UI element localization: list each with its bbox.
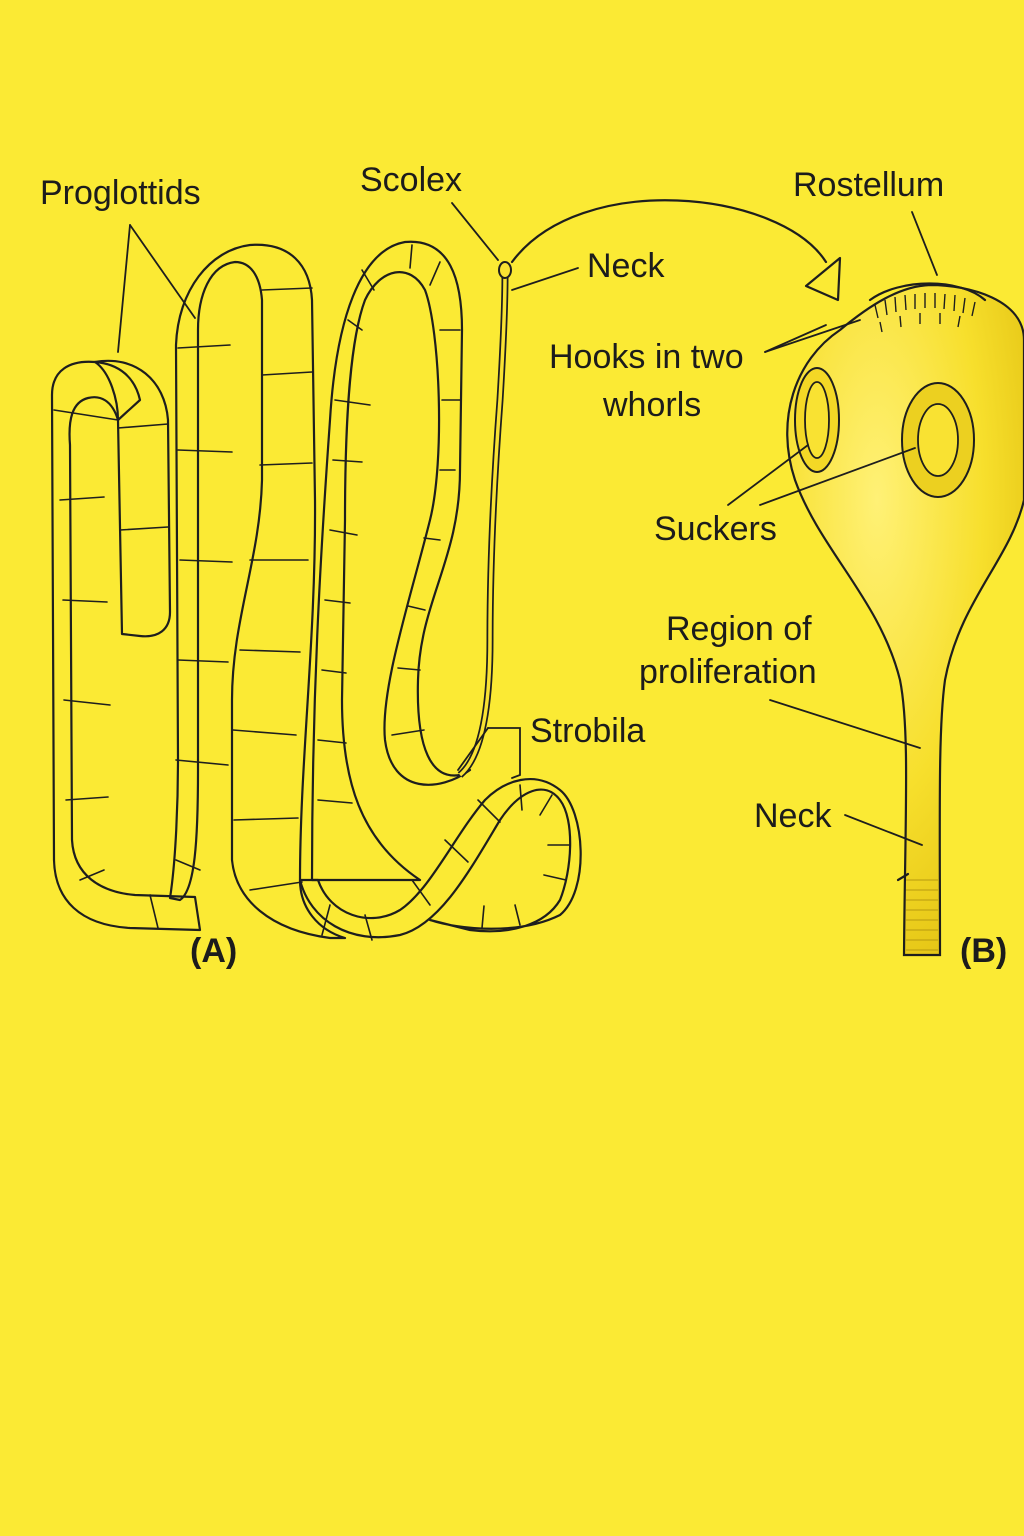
label-neck-a: Neck [587, 247, 665, 285]
sucker-right [901, 382, 975, 498]
label-rostellum: Rostellum [793, 166, 944, 204]
scolex-enlarged [786, 282, 1024, 957]
neck-hatch [906, 879, 938, 951]
label-region-line2: proliferation [639, 653, 817, 691]
label-scolex: Scolex [360, 161, 462, 199]
sucker-left [794, 367, 840, 473]
tapeworm-body [50, 240, 582, 941]
strobila-band-3 [310, 240, 472, 882]
strobila-band-2 [168, 243, 347, 940]
leaders-b [727, 211, 938, 846]
label-panel-b: (B) [960, 932, 1007, 970]
scolex-small [498, 261, 512, 279]
label-region-line1: Region of [666, 610, 812, 648]
label-suckers: Suckers [654, 510, 777, 548]
label-neck-b: Neck [754, 797, 832, 835]
strobila-band-1-curl [93, 359, 172, 638]
hooks [874, 293, 976, 333]
label-hooks-line1: Hooks in two [549, 338, 744, 376]
rostellum [868, 282, 987, 302]
strobila-band-1 [50, 360, 202, 932]
connector-arrow [510, 199, 842, 302]
label-panel-a: (A) [190, 932, 237, 970]
leaders-a [117, 202, 579, 779]
label-strobila: Strobila [530, 712, 645, 750]
strobila-band-4 [298, 778, 582, 939]
label-proglottids: Proglottids [40, 174, 201, 212]
label-hooks-line2: whorls [602, 386, 701, 424]
